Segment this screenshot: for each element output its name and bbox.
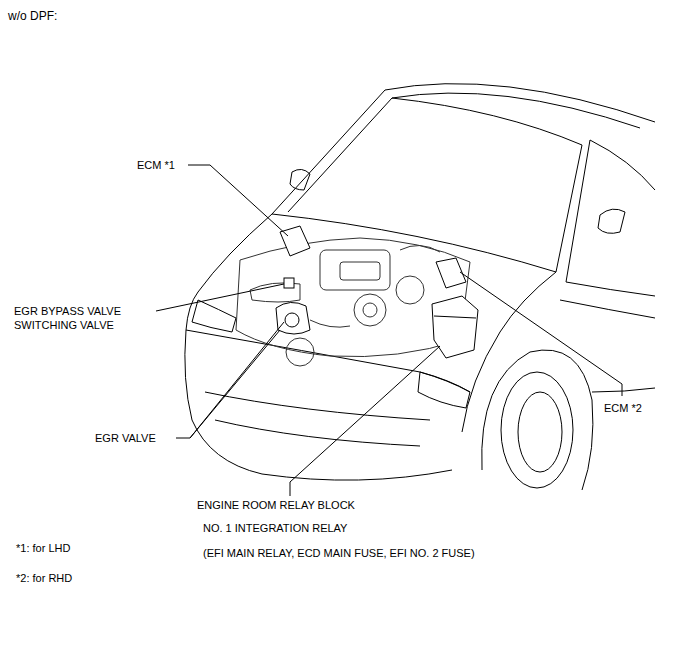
mirror	[290, 169, 310, 190]
callout-sublabel: NO. 1 INTEGRATION RELAY	[203, 521, 347, 535]
bumper	[185, 330, 452, 480]
callout-label: ECM *1	[137, 158, 175, 172]
side-window	[590, 140, 655, 190]
switching-valve	[284, 278, 294, 288]
grille	[215, 420, 420, 446]
roof-line	[392, 93, 640, 128]
a-pillar	[566, 140, 590, 282]
hood-front	[186, 330, 470, 392]
footnote: *1: for LHD	[16, 541, 70, 555]
fender-edge	[462, 272, 556, 432]
callout-note: (EFI MAIN RELAY, ECD MAIN FUSE, EFI NO. …	[203, 546, 475, 560]
ecm	[280, 226, 310, 256]
wheel-hub	[518, 392, 562, 472]
belt-line	[566, 282, 655, 296]
callout-label: EGR VALVE	[95, 431, 156, 445]
grille	[205, 392, 430, 420]
headlight	[192, 300, 236, 332]
hood-edge	[186, 214, 272, 330]
callout-label: ECM *2	[604, 401, 642, 415]
headlight	[418, 372, 470, 408]
callout-label: ENGINE ROOM RELAY BLOCK	[197, 498, 355, 512]
title: w/o DPF:	[8, 9, 57, 23]
sill-line	[592, 388, 655, 392]
cowl-line	[272, 214, 556, 272]
leader-lines	[156, 165, 622, 496]
body-line	[560, 300, 655, 318]
a-pillar	[272, 90, 385, 214]
wheel-arch	[482, 350, 593, 490]
engine	[236, 238, 470, 366]
relay-block	[432, 296, 478, 358]
windshield-edge	[392, 98, 582, 145]
footnote: *2: for RHD	[16, 571, 72, 585]
egr-valve	[276, 302, 310, 334]
relay-block	[434, 316, 476, 318]
callout-label: EGR BYPASS VALVE SWITCHING VALVE	[14, 304, 142, 332]
egr-valve	[285, 313, 299, 327]
wheel	[501, 372, 573, 488]
windshield-edge	[288, 98, 392, 212]
mirror	[598, 209, 625, 233]
